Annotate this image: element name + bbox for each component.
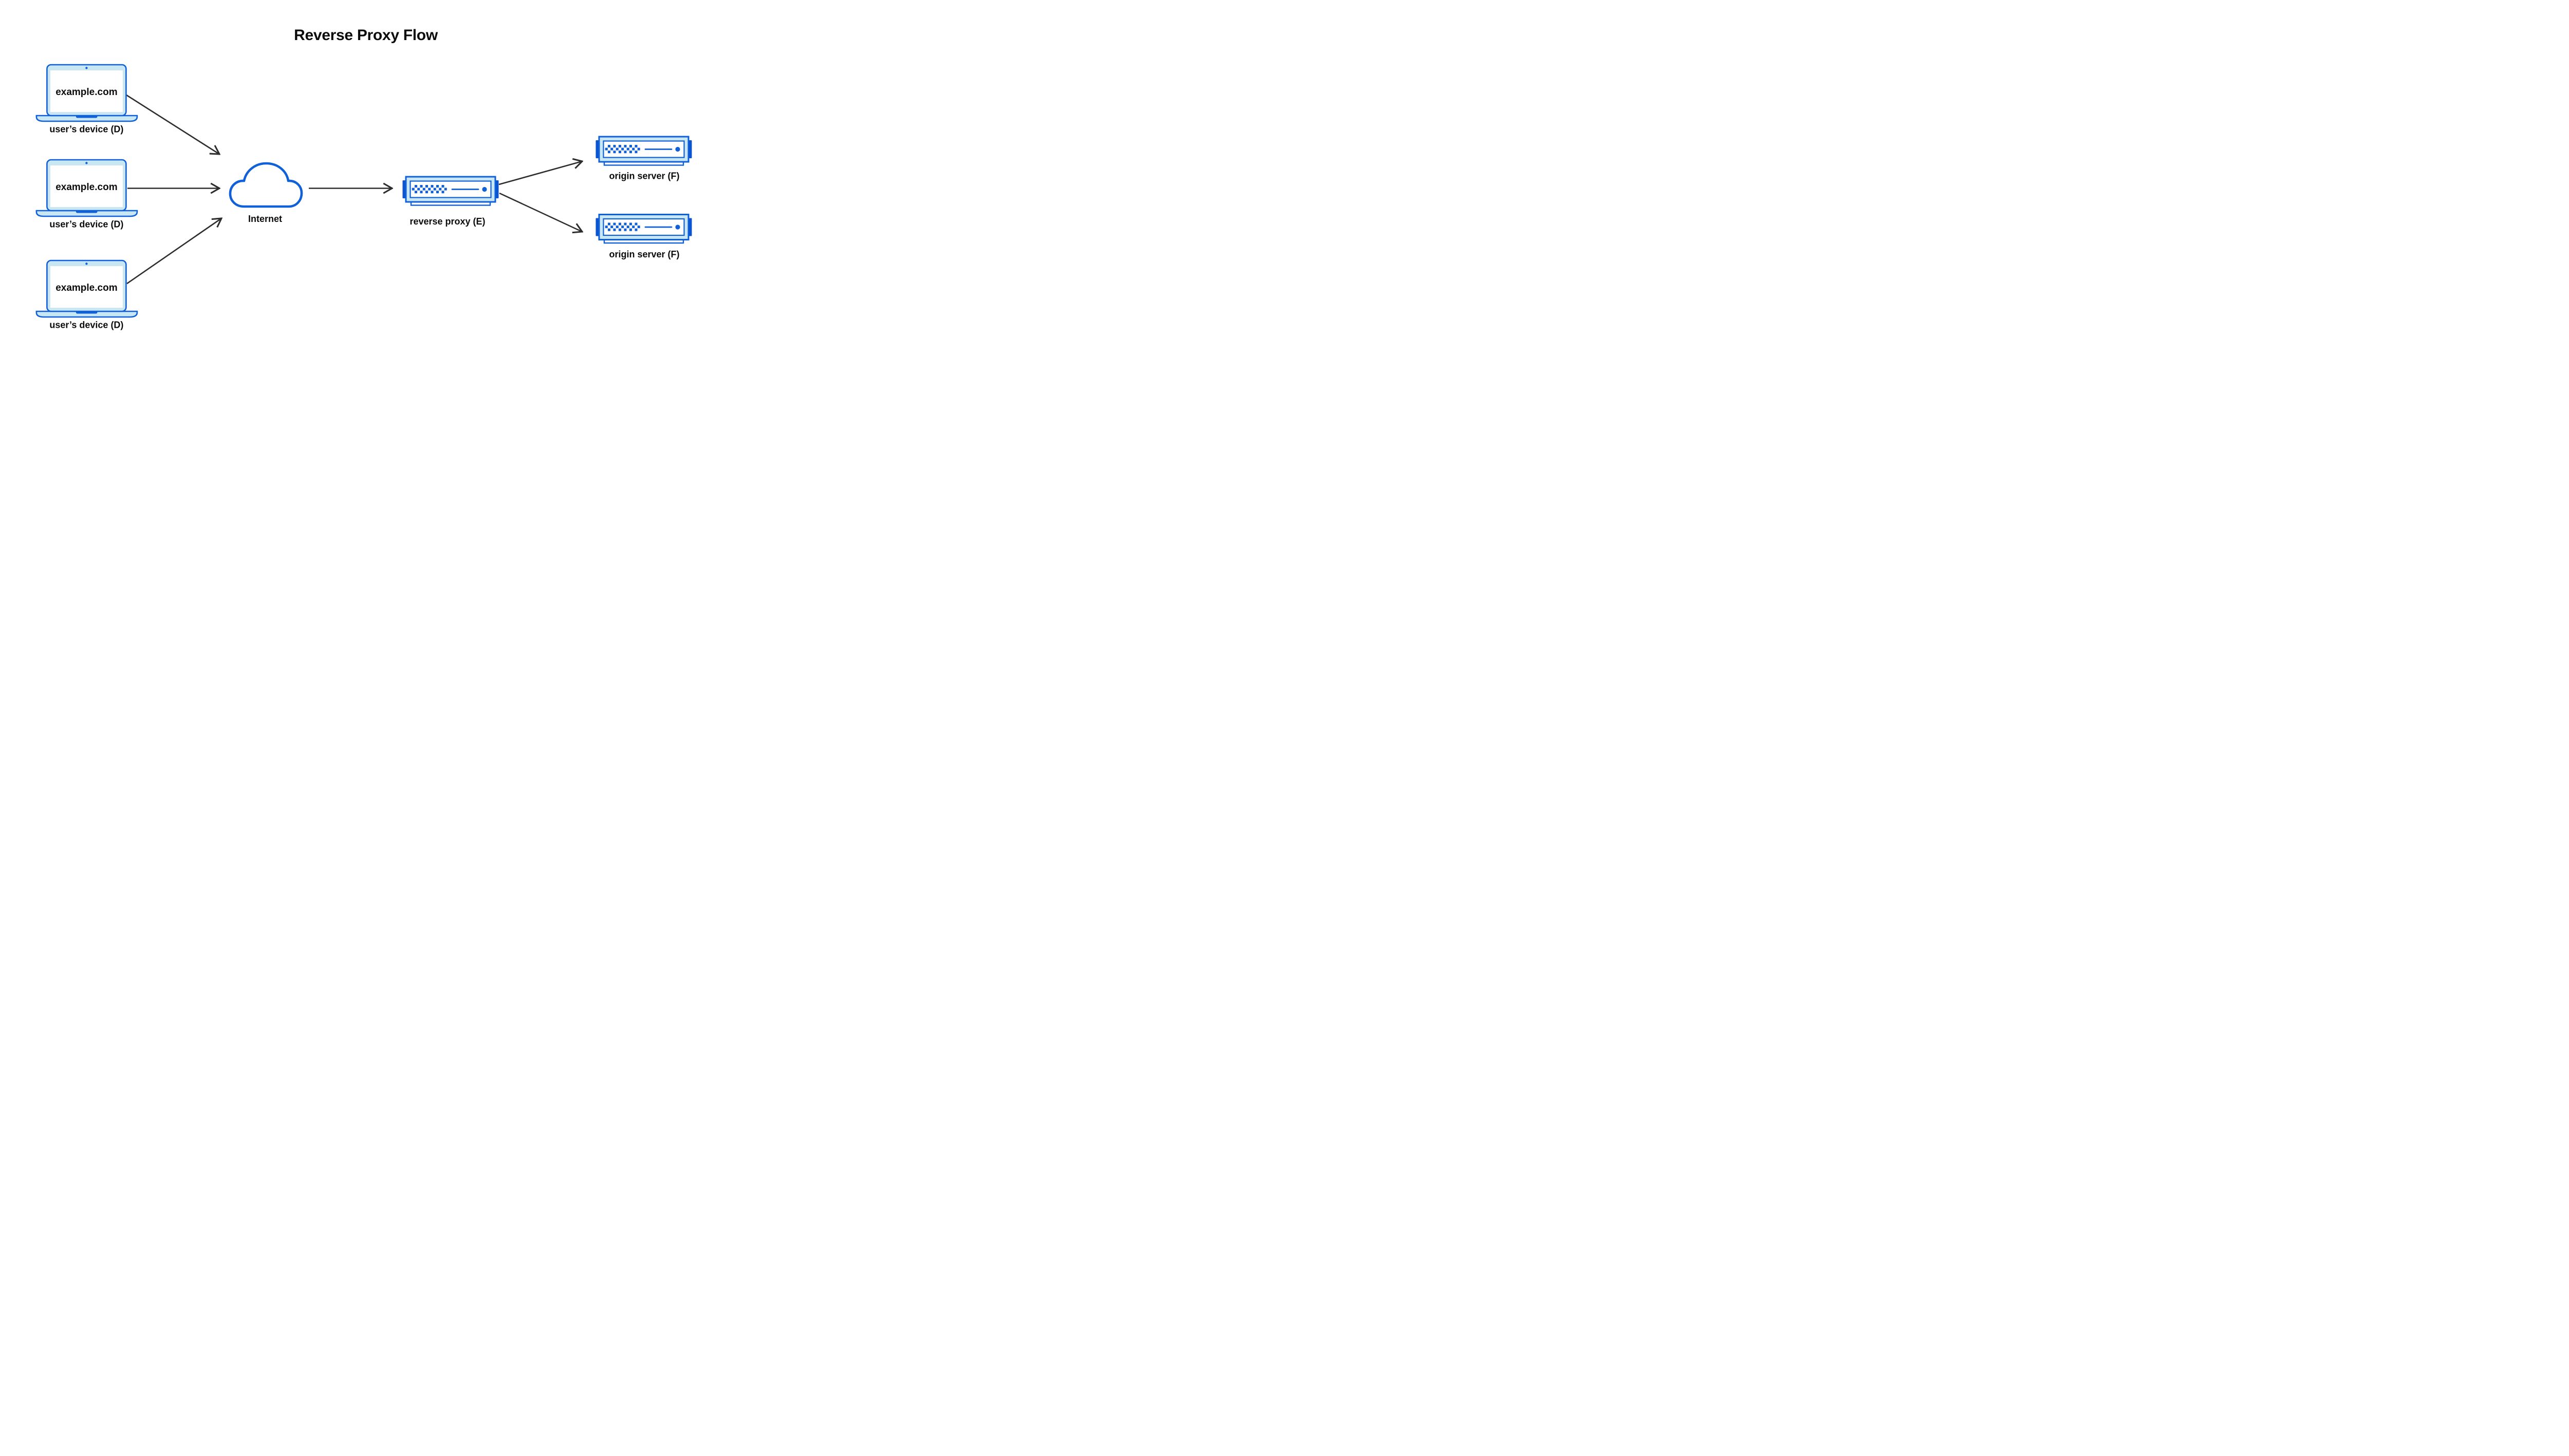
reverse-proxy-flow-diagram: Reverse Proxy Flow example.com user’s de… [35, 27, 693, 330]
internet-label: Internet [248, 214, 282, 224]
server-icon [595, 136, 693, 166]
node-origin-server-1: origin server (F) [595, 136, 693, 181]
cloud-icon [229, 162, 303, 208]
arrows-layer [126, 94, 582, 285]
device-label: user’s device (D) [49, 124, 123, 135]
device-screen-text: example.com [55, 283, 117, 293]
node-user-device-2: example.com user’s device (D) [35, 159, 138, 230]
arrow-reverse-proxy-to-origin2 [499, 192, 582, 232]
diagram-title: Reverse Proxy Flow [294, 27, 438, 44]
server-icon [402, 176, 499, 206]
arrow-reverse-proxy-to-origin1 [498, 161, 582, 185]
node-user-device-3: example.com user’s device (D) [35, 259, 138, 330]
node-internet: Internet [229, 162, 303, 224]
device-label: user’s device (D) [49, 219, 123, 230]
device-screen-text: example.com [55, 87, 117, 98]
origin-server-label: origin server (F) [609, 249, 679, 259]
node-user-device-1: example.com user’s device (D) [35, 64, 138, 135]
device-label: user’s device (D) [49, 320, 123, 330]
origin-server-label: origin server (F) [609, 171, 679, 181]
arrow-device1-to-internet [126, 94, 219, 154]
diagram-canvas: Reverse Proxy Flow example.com user’s de… [0, 0, 728, 364]
server-icon [595, 214, 693, 244]
device-screen-text: example.com [55, 182, 117, 193]
reverse-proxy-label: reverse proxy (E) [409, 216, 485, 227]
arrow-device3-to-internet [126, 218, 221, 285]
node-origin-server-2: origin server (F) [595, 214, 693, 259]
node-reverse-proxy: reverse proxy (E) [402, 176, 499, 227]
